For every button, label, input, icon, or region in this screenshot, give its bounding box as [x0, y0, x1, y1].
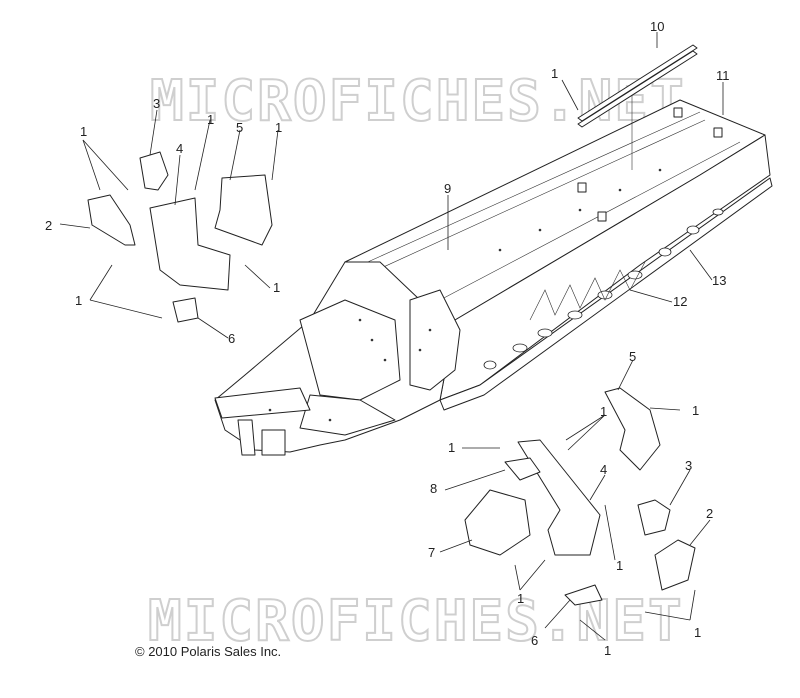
callout-1: 1 [448, 440, 455, 455]
watermark-top: MICROFICHES.NET [150, 69, 686, 134]
right-parts [464, 387, 696, 606]
callout-6: 6 [531, 633, 538, 648]
callout-1: 1 [604, 643, 611, 658]
callout-10: 10 [650, 19, 664, 34]
callout-1: 1 [551, 66, 558, 81]
callout-4: 4 [176, 141, 183, 156]
callout-1: 1 [692, 403, 699, 418]
callout-2: 2 [45, 218, 52, 233]
left-parts [87, 151, 273, 323]
callout-7: 7 [428, 545, 435, 560]
callout-5: 5 [629, 349, 636, 364]
callout-numbers: 1 1 1 1 1 1 1 1 1 1 1 1 1 1 2 2 3 3 4 4 … [45, 19, 730, 658]
leader-lines [59, 32, 724, 641]
callout-3: 3 [685, 458, 692, 473]
callout-3: 3 [153, 96, 160, 111]
callout-13: 13 [712, 273, 726, 288]
callout-5: 5 [236, 120, 243, 135]
callout-1: 1 [517, 591, 524, 606]
callout-11: 11 [716, 68, 730, 83]
chassis-frame [214, 90, 773, 456]
callout-2: 2 [706, 506, 713, 521]
callout-12: 12 [673, 294, 687, 309]
callout-1: 1 [616, 558, 623, 573]
callout-1: 1 [600, 404, 607, 419]
callout-1: 1 [273, 280, 280, 295]
callout-1: 1 [207, 112, 214, 127]
callout-8: 8 [430, 481, 437, 496]
callout-1: 1 [694, 625, 701, 640]
callout-1: 1 [275, 120, 282, 135]
callout-9: 9 [444, 181, 451, 196]
copyright-text: © 2010 Polaris Sales Inc. [135, 644, 281, 659]
part-10-bars [577, 44, 698, 128]
callout-1: 1 [75, 293, 82, 308]
callout-6: 6 [228, 331, 235, 346]
callout-4: 4 [600, 462, 607, 477]
callout-1: 1 [80, 124, 87, 139]
